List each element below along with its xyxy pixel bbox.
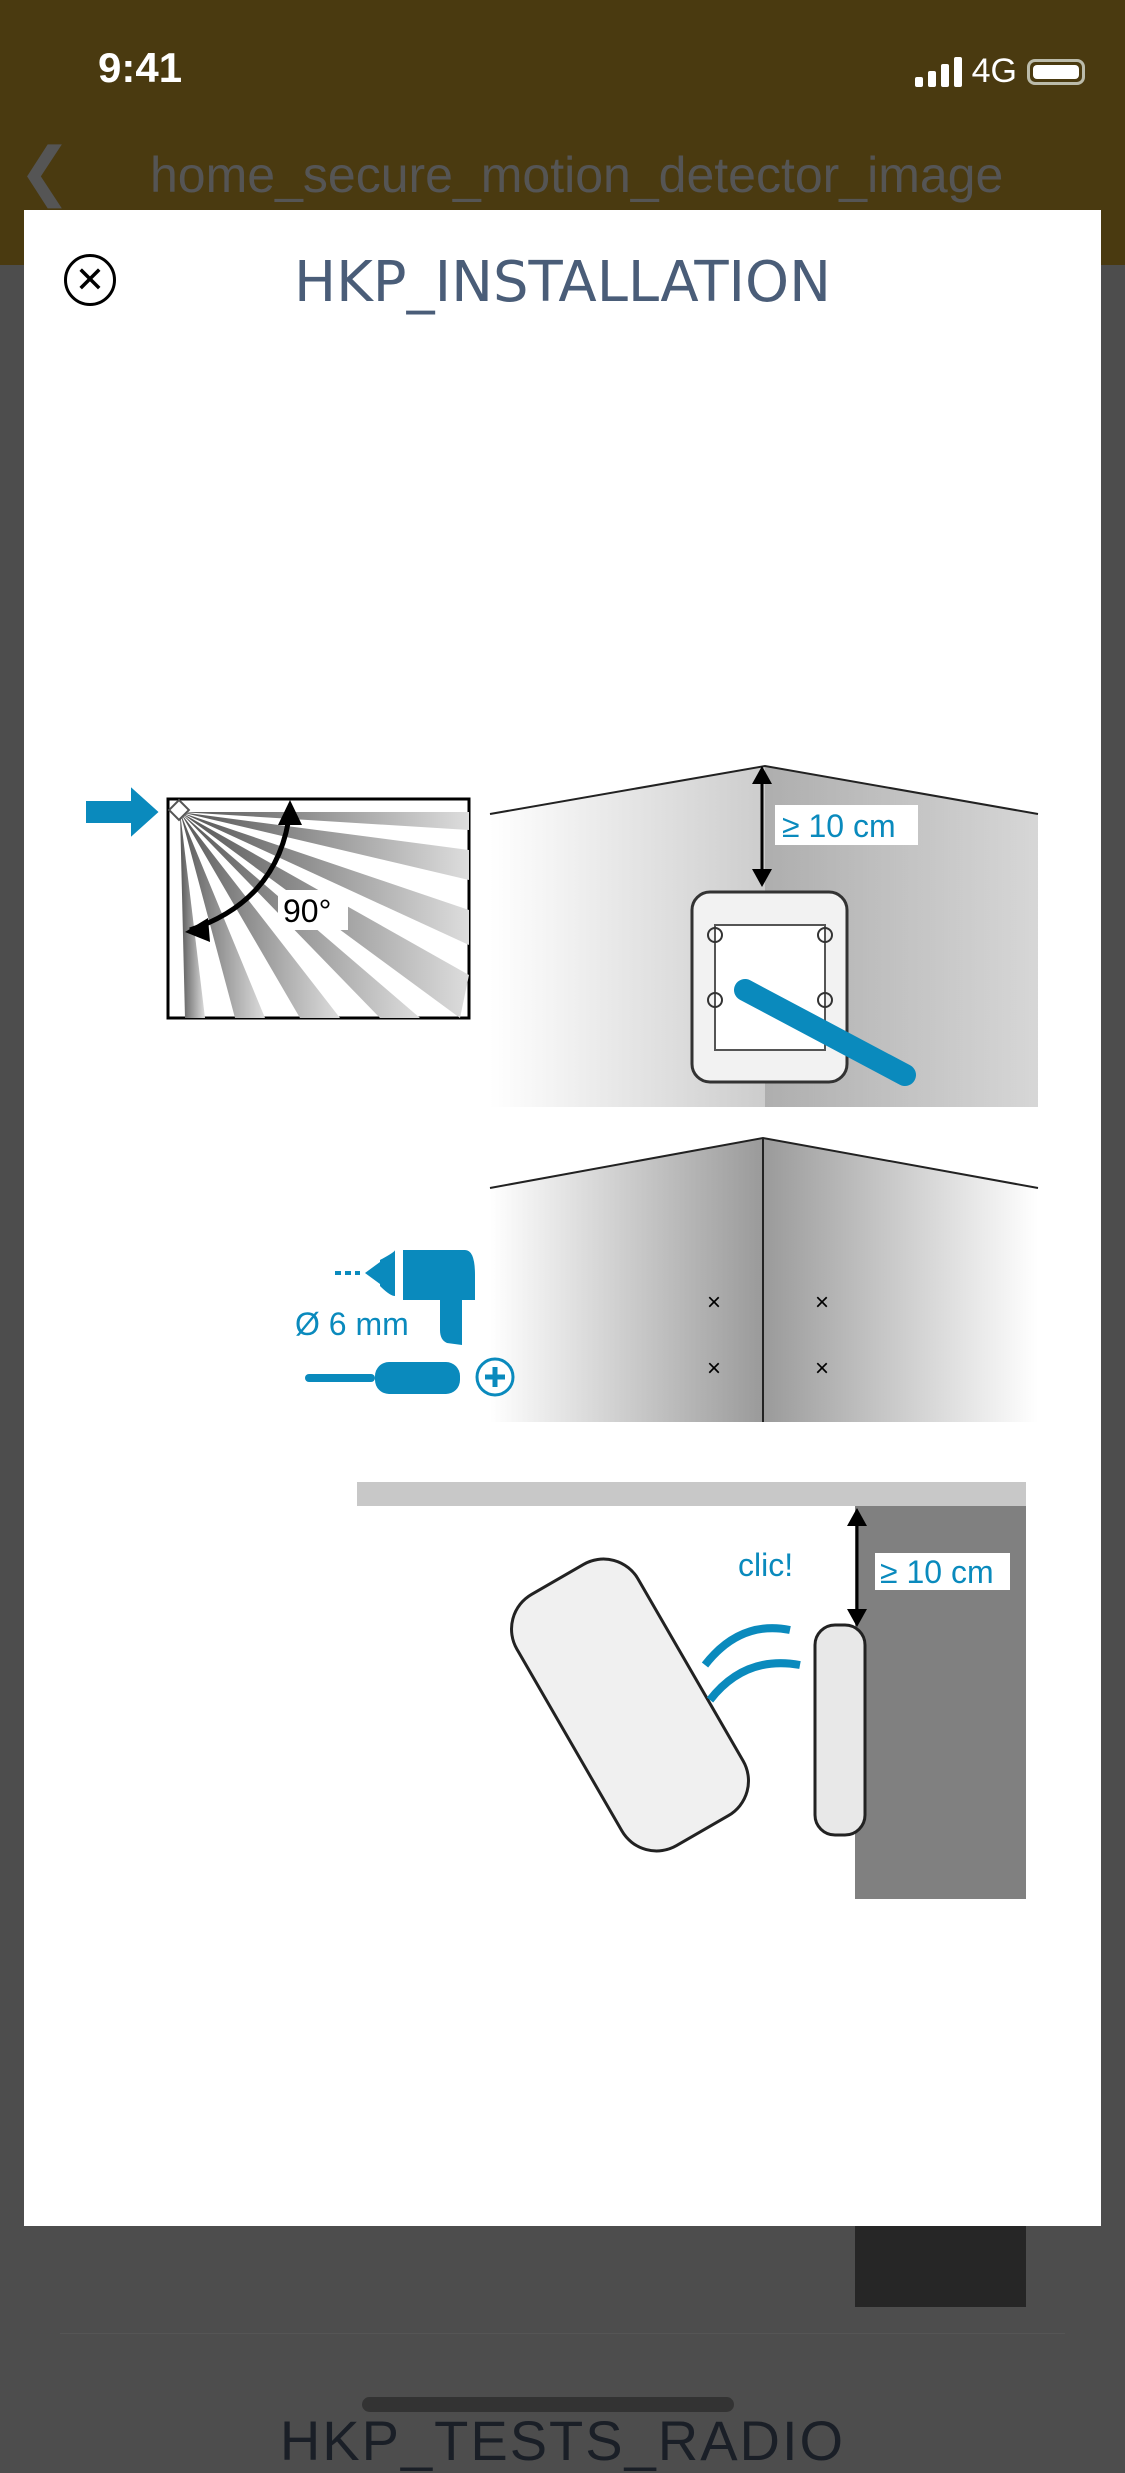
next-section-title: HKP_TESTS_RADIO [279, 2409, 846, 2472]
wall-bracket-diagram: ≥ 10 cm [489, 764, 1039, 1107]
battery-icon [1027, 58, 1085, 85]
motion-detector-device [510, 1557, 867, 1853]
image-modal: ✕ HKP_INSTALLATION 90° [24, 210, 1101, 2226]
modal-title: HKP_INSTALLATION [293, 250, 832, 315]
svg-text:×: × [815, 1355, 829, 1382]
close-button[interactable]: ✕ [64, 254, 116, 306]
divider [60, 2333, 1065, 2334]
installation-illustration: 90° ≥ 10 cm × × × × [84, 764, 1039, 1899]
background-wall-image [855, 2226, 1026, 2307]
drill-marks: × × × × [707, 1289, 829, 1382]
status-indicators: 4G [914, 52, 1085, 91]
top-clearance-label: ≥ 10 cm [782, 808, 896, 844]
back-chevron-icon[interactable]: ❮ [18, 135, 72, 207]
svg-text:×: × [707, 1289, 721, 1316]
tools-diagram: Ø 6 mm [295, 1250, 515, 1397]
nav-title: home_secure_motion_detector_image [150, 147, 1004, 203]
drill-marks-diagram: × × × × [489, 1136, 1039, 1422]
status-time: 9:41 [98, 44, 183, 91]
clic-label: clic! [738, 1547, 793, 1583]
svg-text:×: × [707, 1355, 721, 1382]
ceiling-clearance-label: ≥ 10 cm [880, 1554, 994, 1590]
home-indicator[interactable] [362, 2397, 734, 2412]
signal-icon [914, 56, 962, 87]
close-icon: ✕ [74, 259, 106, 300]
svg-text:×: × [815, 1289, 829, 1316]
ceiling-clip-diagram: ≥ 10 cm clic! [357, 1482, 1026, 1899]
drill-icon [335, 1250, 475, 1345]
network-label: 4G [971, 52, 1017, 90]
drill-size-label: Ø 6 mm [295, 1306, 409, 1342]
pencil-icon [734, 979, 916, 1086]
screwdriver-icon [305, 1362, 460, 1394]
arrow-right-icon [84, 782, 162, 842]
coverage-diagram: 90° [84, 782, 471, 1020]
angle-label: 90° [283, 893, 331, 929]
